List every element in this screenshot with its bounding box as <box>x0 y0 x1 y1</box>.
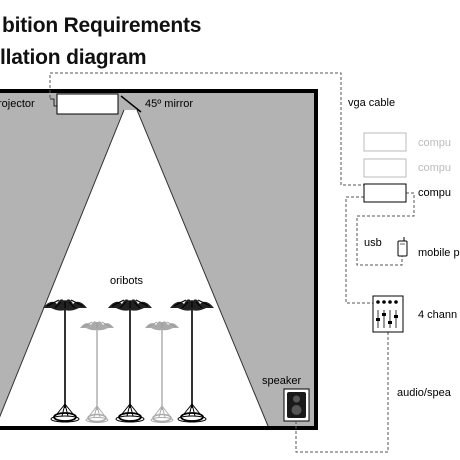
audio-label: audio/spea <box>397 387 452 399</box>
vga-cable-label: vga cable <box>348 97 395 109</box>
usb-label: usb <box>364 237 382 249</box>
channel-label: 4 chann <box>418 309 457 321</box>
mobile-phone-icon <box>397 237 408 257</box>
title-line-2: llation diagram <box>0 46 147 69</box>
title-line-1: bition Requirements <box>2 14 202 37</box>
projection-beam <box>0 110 268 426</box>
projector-label: rojector <box>0 98 35 110</box>
speaker-icon <box>287 392 306 418</box>
mirror <box>120 95 142 113</box>
computer-box-faded-2 <box>363 158 407 178</box>
computer-label-2: compu <box>418 162 451 174</box>
projector-box <box>56 93 119 115</box>
mobile-label: mobile p <box>418 247 460 259</box>
cables <box>49 72 415 453</box>
computer-label-3: compu <box>418 187 451 199</box>
oribots-label: oribots <box>110 275 144 287</box>
mixer-icon <box>372 295 404 333</box>
mirror-label: 45º mirror <box>145 98 193 110</box>
computer-label-1: compu <box>418 137 451 149</box>
computer-box <box>363 183 407 203</box>
computer-box-faded-1 <box>363 132 407 152</box>
speaker-label: speaker <box>262 375 301 387</box>
